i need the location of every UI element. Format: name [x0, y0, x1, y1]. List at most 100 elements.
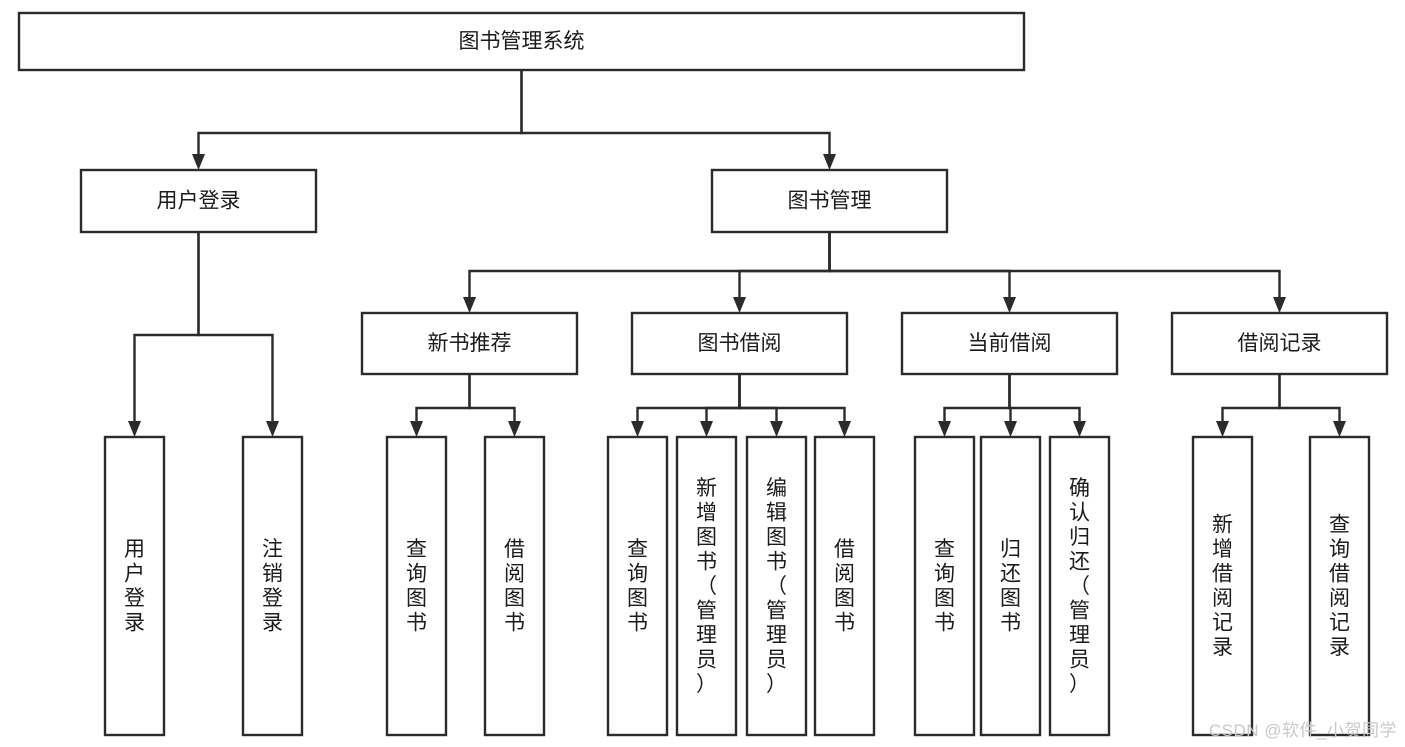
connector-e-borrow-edit [738, 374, 783, 437]
arrow-head-icon [128, 421, 141, 437]
node-leaf-logout[interactable]: 注销登录 [241, 435, 304, 737]
connector-e-bookmanage-current [828, 232, 1016, 313]
arrow-head-icon [1004, 421, 1017, 437]
connector-line [738, 232, 831, 297]
connector-line [828, 232, 1011, 297]
node-box-root[interactable] [17, 11, 1026, 72]
node-label-leaf-query-book-1: 查询图书 [406, 538, 427, 635]
node-label-book-borrow: 图书借阅 [698, 332, 782, 355]
connector-e-current-conf [1008, 374, 1086, 437]
node-leaf-add-book[interactable]: 新增图书（管理员） [675, 435, 738, 737]
node-leaf-confirm-return[interactable]: 确认归还（管理员） [1048, 435, 1111, 737]
node-box-leaf-edit-book[interactable] [745, 435, 808, 737]
connector-line [197, 70, 523, 154]
connector-e-bookmanage-record [828, 232, 1286, 313]
connector-line [520, 70, 831, 154]
node-leaf-user-login[interactable]: 用户登录 [103, 435, 166, 737]
connector-line [133, 232, 200, 421]
node-box-book-manage[interactable] [710, 168, 949, 234]
node-leaf-borrow-book-1[interactable]: 借阅图书 [483, 435, 546, 737]
arrow-head-icon [1216, 421, 1229, 437]
node-label-leaf-query-book-2: 查询图书 [627, 538, 648, 635]
node-label-new-book-rec: 新书推荐 [428, 332, 512, 355]
connector-e-newrec-q1 [410, 374, 471, 437]
connector-e-current-q3 [938, 374, 1011, 437]
node-box-leaf-logout[interactable] [241, 435, 304, 737]
node-leaf-query-book-3[interactable]: 查询图书 [913, 435, 976, 737]
node-box-leaf-borrow-book-2[interactable] [813, 435, 876, 737]
node-label-leaf-user-login: 用户登录 [124, 538, 145, 635]
arrow-head-icon [1333, 421, 1346, 437]
node-box-user-login[interactable] [79, 168, 318, 234]
node-box-leaf-add-record[interactable] [1191, 435, 1254, 737]
connector-e-bookmanage-newrec [463, 232, 831, 313]
node-book-manage[interactable]: 图书管理 [710, 168, 949, 234]
arrow-head-icon [410, 421, 423, 437]
node-user-login[interactable]: 用户登录 [79, 168, 318, 234]
node-leaf-borrow-book-2[interactable]: 借阅图书 [813, 435, 876, 737]
connector-e-userlogin-leaf1 [128, 232, 200, 437]
node-new-book-rec[interactable]: 新书推荐 [360, 311, 579, 376]
connector-line [828, 232, 1281, 297]
connector-e-root-bookmanage [520, 70, 836, 170]
connector-e-borrow-q2 [631, 374, 741, 437]
node-label-borrow-record: 借阅记录 [1238, 332, 1322, 355]
connector-e-bookmanage-borrow [733, 232, 831, 313]
arrow-head-icon [266, 421, 279, 437]
node-box-leaf-query-book-2[interactable] [606, 435, 669, 737]
node-label-root: 图书管理系统 [459, 30, 585, 53]
node-label-book-manage: 图书管理 [788, 190, 872, 213]
node-box-leaf-query-book-3[interactable] [913, 435, 976, 737]
node-leaf-edit-book[interactable]: 编辑图书（管理员） [745, 435, 808, 737]
arrow-head-icon [631, 421, 644, 437]
node-label-leaf-logout: 注销登录 [262, 538, 283, 635]
node-borrow-record[interactable]: 借阅记录 [1170, 311, 1389, 376]
arrow-head-icon [838, 421, 851, 437]
node-label-leaf-add-book: 新增图书（管理员） [696, 477, 717, 696]
node-leaf-query-record[interactable]: 查询借阅记录 [1308, 435, 1371, 737]
node-box-borrow-record[interactable] [1170, 311, 1389, 376]
node-leaf-return-book[interactable]: 归还图书 [979, 435, 1042, 737]
node-book-borrow[interactable]: 图书借阅 [630, 311, 849, 376]
arrow-head-icon [770, 421, 783, 437]
connector-line [738, 374, 778, 421]
node-label-leaf-borrow-book-2: 借阅图书 [834, 538, 855, 635]
node-box-current-borrow[interactable] [900, 311, 1119, 376]
node-box-leaf-return-book[interactable] [979, 435, 1042, 737]
connector-e-userlogin-leaf2 [197, 232, 279, 437]
connector-e-root-userlogin [192, 70, 523, 170]
connector-line [1221, 374, 1281, 421]
node-leaf-add-record[interactable]: 新增借阅记录 [1191, 435, 1254, 737]
connector-line [738, 374, 846, 421]
node-leaf-query-book-1[interactable]: 查询图书 [385, 435, 448, 737]
arrow-head-icon [508, 421, 521, 437]
node-box-leaf-confirm-return[interactable] [1048, 435, 1111, 737]
arrow-head-icon [1003, 297, 1016, 313]
node-box-leaf-borrow-book-1[interactable] [483, 435, 546, 737]
connector-e-borrow-b2 [738, 374, 851, 437]
node-label-leaf-return-book: 归还图书 [1000, 538, 1021, 635]
connector-line [943, 374, 1011, 421]
connector-e-newrec-b1 [468, 374, 521, 437]
node-box-leaf-user-login[interactable] [103, 435, 166, 737]
node-box-leaf-query-book-1[interactable] [385, 435, 448, 737]
node-box-book-borrow[interactable] [630, 311, 849, 376]
node-current-borrow[interactable]: 当前借阅 [900, 311, 1119, 376]
node-box-leaf-add-book[interactable] [675, 435, 738, 737]
connector-line [705, 374, 741, 421]
node-box-leaf-query-record[interactable] [1308, 435, 1371, 737]
node-layer: 图书管理系统用户登录图书管理新书推荐图书借阅当前借阅借阅记录用户登录注销登录查询… [17, 11, 1389, 737]
arrow-head-icon [700, 421, 713, 437]
connector-e-record-add [1216, 374, 1281, 437]
connector-line [415, 374, 471, 421]
node-label-current-borrow: 当前借阅 [968, 332, 1052, 355]
node-label-leaf-borrow-book-1: 借阅图书 [504, 538, 525, 635]
node-leaf-query-book-2[interactable]: 查询图书 [606, 435, 669, 737]
arrow-head-icon [192, 154, 205, 170]
arrow-head-icon [733, 297, 746, 313]
node-box-new-book-rec[interactable] [360, 311, 579, 376]
arrow-head-icon [823, 154, 836, 170]
node-root[interactable]: 图书管理系统 [17, 11, 1026, 72]
